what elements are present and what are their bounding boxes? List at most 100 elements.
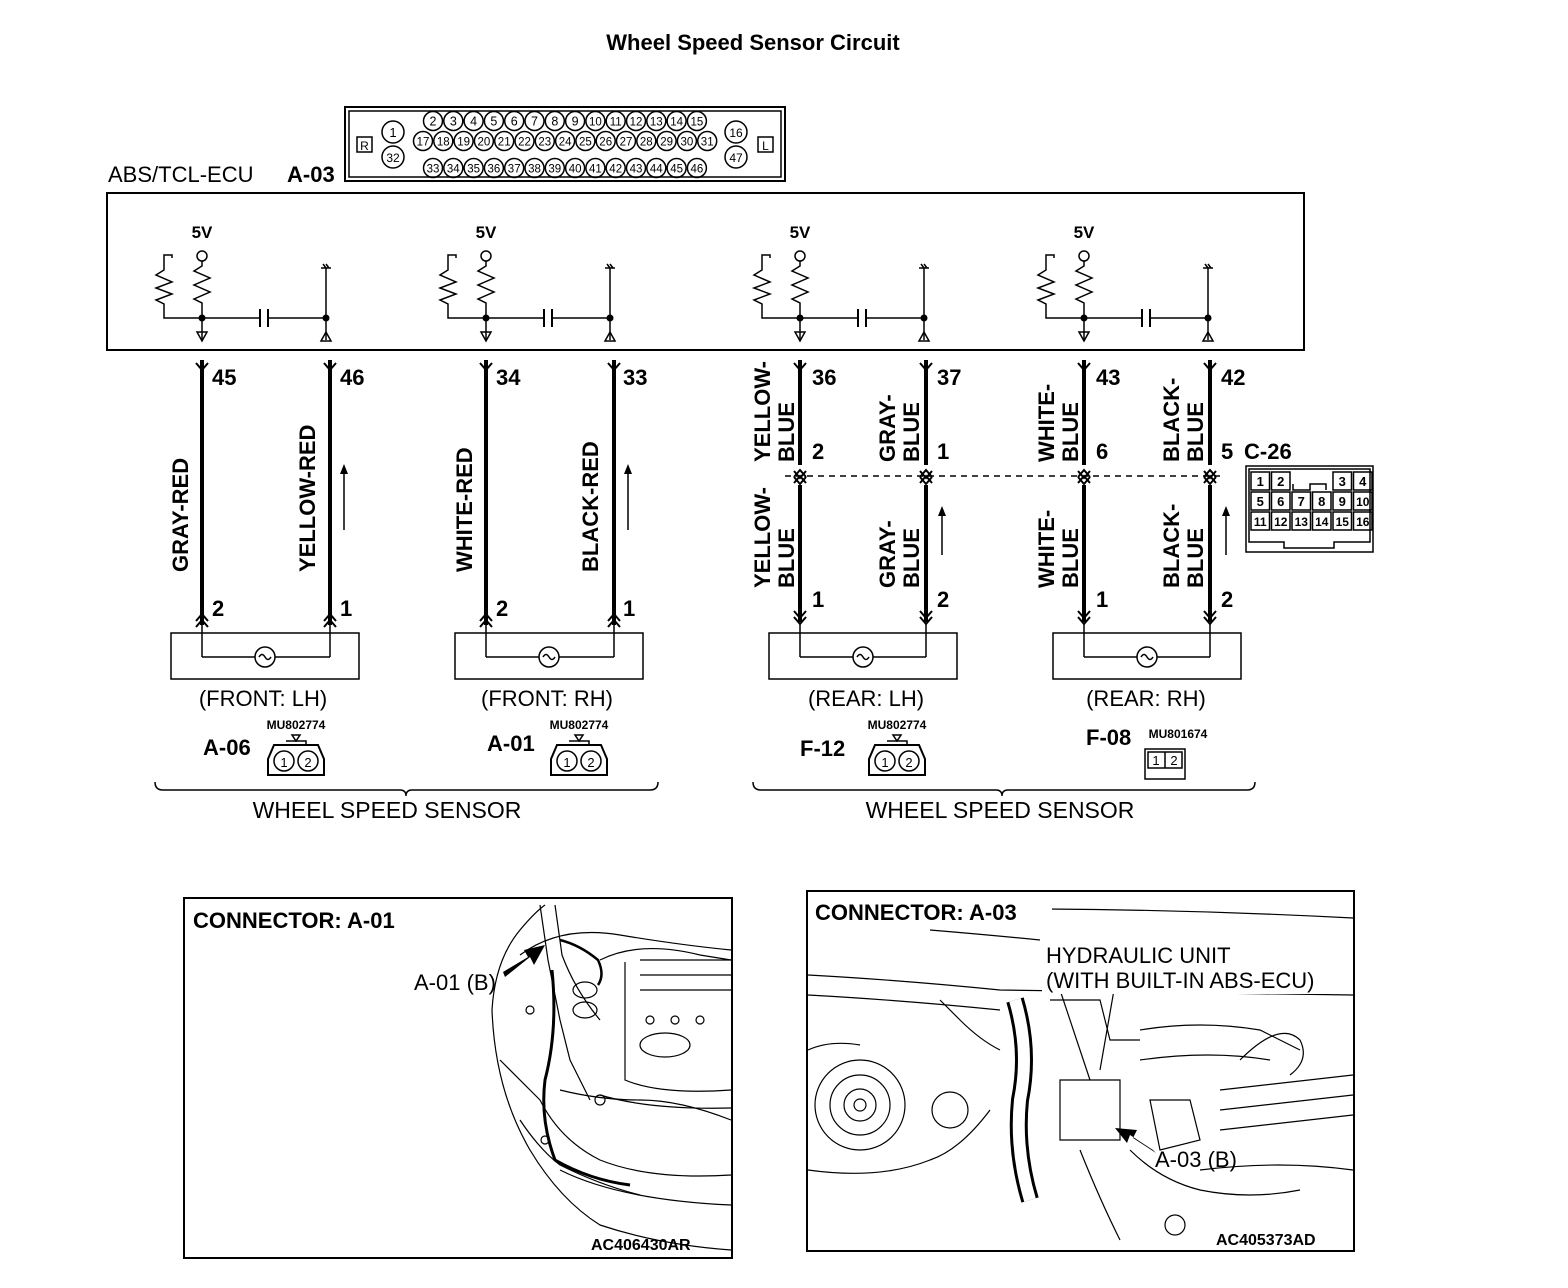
pin-circle — [463, 110, 484, 132]
junction-cell-label: 5 — [1257, 494, 1264, 509]
pin-label: 9 — [572, 115, 579, 129]
pinout-right-tag: L — [762, 139, 769, 153]
pin-label: 4 — [470, 115, 477, 129]
ecu-input-circuit: 5V — [1037, 223, 1214, 342]
junction-cell-label: 12 — [1274, 515, 1288, 529]
photo-note-line2: (WITH BUILT-IN ABS-ECU) — [1046, 968, 1315, 993]
sensor-front-rh — [454, 632, 644, 680]
ecu-pin: 46 — [340, 365, 364, 390]
pin-label: 11 — [610, 117, 622, 129]
ecu-input-circuit: 5V — [439, 223, 616, 342]
ecu-input-circuit: 5V — [753, 223, 930, 342]
connector-id: A-06 — [203, 735, 251, 760]
pin-circle — [422, 110, 444, 132]
pin-label: 10 — [589, 117, 602, 129]
pin-label: 41 — [589, 164, 602, 176]
ecu-box — [106, 192, 1305, 351]
junction-cell-label: 16 — [1356, 515, 1370, 529]
junction-pins: 2 1 6 5 C-26 — [812, 439, 1292, 464]
plug-pin: 1 — [881, 755, 888, 770]
pin-circle — [514, 130, 535, 152]
diagram-title: Wheel Speed Sensor Circuit — [606, 30, 900, 55]
ecu-pin: 43 — [1096, 365, 1120, 390]
pin-circle — [646, 110, 667, 132]
pin-circle — [463, 157, 484, 179]
ecu-pin: 42 — [1221, 365, 1245, 390]
junction-cell — [1270, 491, 1291, 511]
wire-color-labels: GRAY-RED YELLOW-RED WHITE-RED BLACK-RED … — [168, 361, 1208, 588]
part-number: MU801674 — [1149, 727, 1208, 741]
group-label: WHEEL SPEED SENSOR — [253, 797, 522, 823]
pin-circle — [585, 110, 606, 132]
pin-label: 18 — [437, 137, 450, 149]
supply-label: 5V — [192, 223, 213, 242]
sensor-pins: 2 1 2 1 1 2 1 2 — [212, 587, 1233, 621]
pin-circle — [666, 110, 687, 132]
pin-label: 37 — [508, 164, 521, 176]
plug-pin: 2 — [304, 755, 311, 770]
pin-label: 24 — [559, 137, 572, 149]
junction-cell-label: 13 — [1295, 515, 1309, 529]
pin-circle — [676, 130, 698, 152]
pin-label: 33 — [427, 164, 440, 176]
sensor-pin: 1 — [812, 587, 824, 612]
connector-a-01: A-01 MU802774 1 2 — [487, 718, 609, 776]
pin-label: 45 — [670, 164, 683, 176]
wire-color: GRAY-RED — [168, 458, 193, 572]
part-number: MU802774 — [868, 718, 927, 732]
wire-color: BLUE — [1058, 402, 1083, 462]
sensor-pin: 2 — [496, 596, 508, 621]
pin-label: 20 — [478, 137, 491, 149]
junction-cell-label: 11 — [1254, 515, 1267, 529]
photo-title: CONNECTOR: A-01 — [193, 908, 395, 933]
pin-circle — [595, 130, 616, 152]
photo-panel-a01: CONNECTOR: A-01 A-01 (B) AC406430AR — [183, 897, 733, 1259]
junction-pin: 6 — [1096, 439, 1108, 464]
terminal-chevron — [1077, 362, 1091, 372]
junction-cell — [1352, 491, 1373, 511]
pin-label: 26 — [599, 137, 612, 149]
pin-circle — [666, 157, 687, 179]
wire-color: BLUE — [774, 402, 799, 462]
group-braces: WHEEL SPEED SENSOR WHEEL SPEED SENSOR — [154, 781, 1256, 823]
terminal-chevron — [195, 362, 209, 372]
pin-circle — [686, 157, 708, 179]
plug-pin: 1 — [280, 755, 287, 770]
ecu-pin: 33 — [623, 365, 647, 390]
sensor-rear-lh — [768, 632, 958, 680]
pin-label: 19 — [457, 137, 470, 149]
wire-color: BLUE — [899, 528, 924, 588]
junction-cell-label: 7 — [1298, 494, 1305, 509]
plug-pin: 2 — [905, 755, 912, 770]
pin-circle — [422, 157, 444, 179]
junction-cell-label: 2 — [1277, 474, 1284, 489]
pin-circle — [646, 157, 667, 179]
pin-circle — [625, 110, 647, 132]
junction-cell — [1270, 511, 1291, 531]
terminal-chevron — [323, 612, 337, 628]
wire-color: YELLOW-RED — [295, 425, 320, 572]
ecu-input-circuit: 5V — [155, 223, 332, 342]
pin-label: 21 — [498, 137, 511, 149]
pin-circle — [453, 130, 474, 152]
photo-callout: A-03 (B) — [1155, 1147, 1237, 1172]
pin-label: 3 — [450, 115, 457, 129]
pin-circle — [554, 130, 576, 152]
pin-circle — [636, 130, 657, 152]
junction-cell — [1332, 511, 1353, 531]
junction-pin: 2 — [812, 439, 824, 464]
pin-label: 15 — [691, 117, 704, 129]
pin-label: 42 — [609, 164, 622, 176]
ecu-pin: 34 — [496, 365, 521, 390]
wire-color: GRAY- — [875, 394, 900, 462]
ecu-label: ABS/TCL-ECU — [108, 162, 253, 187]
signal-direction-arrows — [340, 464, 1230, 555]
junction-cell-label: 9 — [1339, 494, 1346, 509]
wire-color: BLUE — [774, 528, 799, 588]
pin-circle — [483, 110, 505, 132]
junction-cell-label: 4 — [1359, 474, 1367, 489]
pin-label: 7 — [531, 115, 538, 129]
part-number: MU802774 — [267, 718, 326, 732]
sensor-labels: (FRONT: LH) (FRONT: RH) (REAR: LH) (REAR… — [199, 686, 1206, 711]
